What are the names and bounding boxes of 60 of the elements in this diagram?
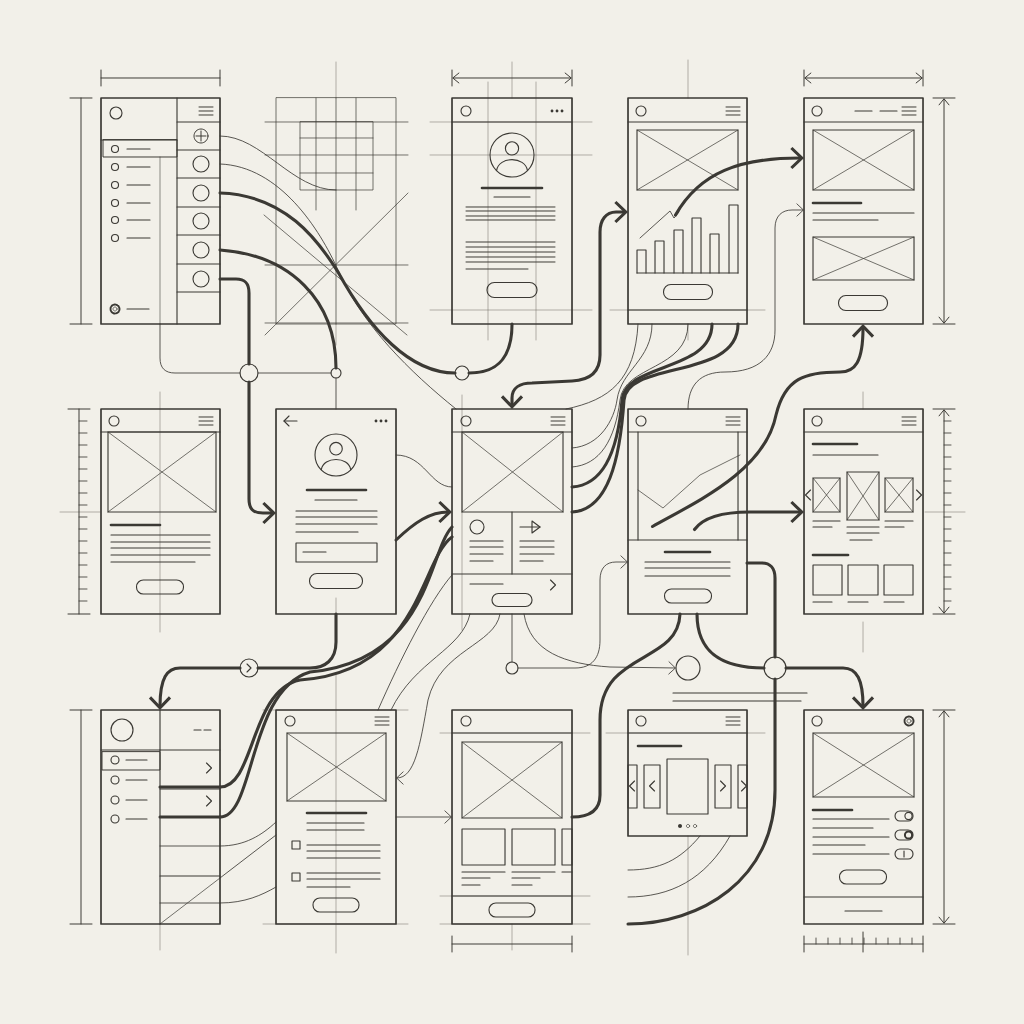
connector-line: [219, 821, 277, 847]
arrow: [396, 613, 501, 785]
connector-line: [565, 323, 639, 410]
connector-line: [627, 835, 701, 871]
connector-line: [695, 612, 766, 670]
connector-line: [219, 886, 277, 904]
connector-line: [570, 612, 682, 819]
wireframe-screen: [627, 97, 748, 325]
arrow: [247, 380, 276, 525]
arrow: [517, 555, 628, 669]
connector-line: [390, 613, 471, 711]
connector-line: [745, 561, 777, 659]
connector-line: [377, 574, 453, 711]
arrow: [687, 203, 804, 410]
connector-line: [218, 277, 251, 366]
connector-line: [218, 248, 338, 370]
arrow: [523, 613, 676, 675]
arrow: [148, 666, 242, 710]
junction-circle: [239, 363, 259, 383]
wireframe-screen: [627, 692, 808, 837]
junction-circle: [763, 656, 787, 680]
connector-line: [570, 322, 714, 489]
connector-line: [467, 322, 514, 375]
connector-line: [159, 323, 241, 374]
wireframe-screen: [803, 408, 924, 615]
arrow: [650, 324, 875, 529]
wireframe-screen: [627, 408, 748, 615]
wireframe-screen: [451, 709, 573, 925]
connector-line: [256, 612, 338, 670]
connector-line: [395, 454, 453, 488]
arrow: [673, 146, 804, 217]
connector-line: [626, 677, 777, 926]
connector-line: [219, 163, 457, 410]
arrow: [784, 666, 875, 710]
wireframe-screen: [100, 709, 222, 925]
wireframe-screen: [451, 408, 573, 615]
wireframe-screen: [803, 97, 924, 325]
connector-line: [219, 834, 277, 879]
connector-line: [571, 323, 689, 468]
connector-line: [219, 135, 337, 191]
arrow: [395, 810, 452, 824]
arrow: [500, 200, 628, 409]
chevron-icon: [239, 658, 259, 678]
connector-line: [257, 372, 332, 374]
arrow: [394, 500, 452, 542]
connector-line: [335, 377, 337, 410]
connector-line: [570, 322, 740, 514]
wireframe-screen: [803, 709, 924, 925]
wireframe-screen: [100, 408, 221, 615]
arrow: [692, 500, 804, 532]
junction-circle: [454, 365, 470, 381]
connector-line: [218, 191, 457, 375]
connector-line: [571, 323, 653, 449]
connector-line: [511, 613, 513, 663]
wireframe-screen: [100, 97, 221, 325]
connector-line: [627, 835, 731, 898]
wireframe-screen: [275, 709, 397, 925]
wireframe-screen: [275, 408, 397, 615]
junction-circle: [675, 655, 701, 681]
wireframe-screen: [451, 97, 573, 325]
